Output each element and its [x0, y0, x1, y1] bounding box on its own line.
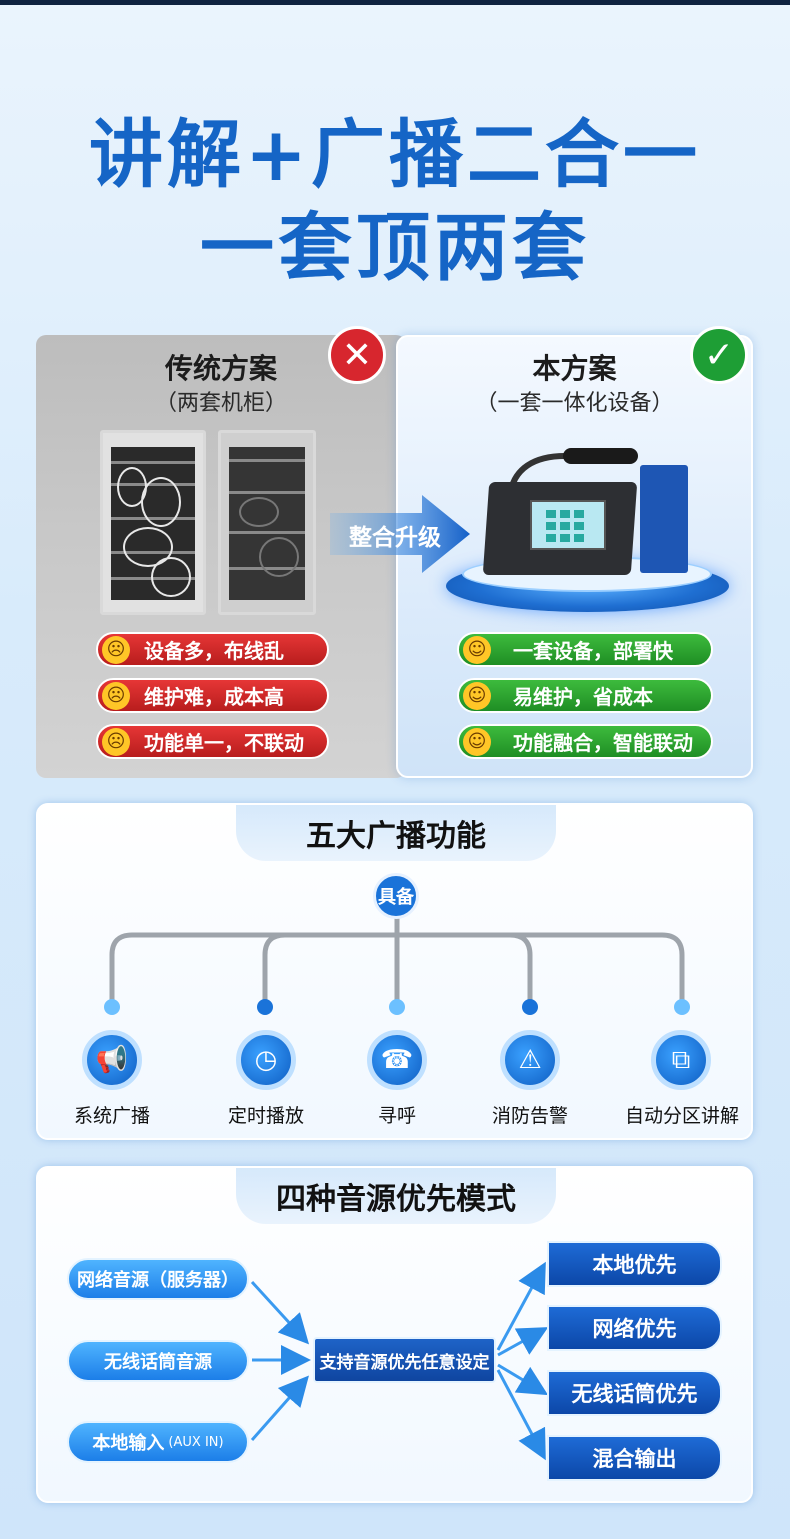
cross-icon: ✕ — [328, 326, 386, 384]
function-label: 系统广播 — [73, 1105, 150, 1127]
function-label: 自动分区讲解 — [624, 1105, 739, 1127]
check-icon: ✓ — [690, 326, 748, 384]
pro-item: ☺ 易维护，省成本 — [457, 678, 713, 713]
console-screen — [530, 500, 606, 550]
function-label: 寻呼 — [377, 1105, 416, 1127]
upgrade-label: 整合升级 — [349, 525, 441, 551]
hub-badge: 具备 — [373, 873, 419, 919]
function-tree-lines — [104, 915, 690, 1015]
walkie-talkie-icon: ☎ — [367, 1030, 427, 1090]
solution-subheading: （一套一体化设备） — [475, 391, 674, 416]
traditional-heading: 传统方案 — [164, 352, 277, 385]
solution-heading: 本方案 — [532, 352, 617, 385]
source-local-input: 本地输入(AUX IN) — [67, 1421, 249, 1463]
pro-item: ☺ 一套设备，部署快 — [457, 632, 713, 667]
source-wireless-mic: 无线话筒音源 — [67, 1340, 249, 1382]
zones-icon: ⧉ — [651, 1030, 711, 1090]
top-bar — [0, 0, 790, 5]
traditional-subheading: （两套机柜） — [154, 391, 287, 416]
priority-local: 本地优先 — [547, 1241, 722, 1287]
function-label: 消防告警 — [491, 1105, 568, 1127]
priority-wireless-mic: 无线话筒优先 — [547, 1370, 722, 1416]
functions-title: 五大广播功能 — [236, 805, 556, 861]
function-label: 定时播放 — [227, 1105, 304, 1127]
sad-face-icon: ☹ — [102, 635, 130, 664]
con-item: ☹ 维护难，成本高 — [96, 678, 329, 713]
headline-line-1: 讲解+广播二合一 — [88, 112, 701, 198]
pro-item: ☺ 功能融合，智能联动 — [457, 724, 713, 759]
sad-face-icon: ☹ — [102, 727, 130, 756]
con-item: ☹ 功能单一，不联动 — [96, 724, 329, 759]
con-item: ☹ 设备多，布线乱 — [96, 632, 329, 667]
sources-title: 四种音源优先模式 — [236, 1168, 556, 1224]
alarm-icon: ⚠ — [500, 1030, 560, 1090]
aux-in-label: (AUX IN) — [168, 1434, 224, 1450]
smile-face-icon: ☺ — [463, 681, 491, 710]
clock-icon: ◷ — [236, 1030, 296, 1090]
smile-face-icon: ☺ — [463, 635, 491, 664]
rack-cabinet-image — [218, 430, 316, 615]
megaphone-icon: 📢 — [82, 1030, 142, 1090]
headline-line-2: 一套顶两套 — [200, 205, 590, 291]
source-network: 网络音源（服务器） — [67, 1258, 249, 1300]
priority-mixed-output: 混合输出 — [547, 1435, 722, 1481]
smile-face-icon: ☺ — [463, 727, 491, 756]
priority-config-box: 支持音源优先任意设定 — [313, 1337, 496, 1383]
sad-face-icon: ☹ — [102, 681, 130, 710]
rack-cabinet-image — [100, 430, 206, 615]
mini-pc-image — [640, 465, 688, 573]
upgrade-arrow-icon — [330, 495, 470, 573]
priority-network: 网络优先 — [547, 1305, 722, 1351]
